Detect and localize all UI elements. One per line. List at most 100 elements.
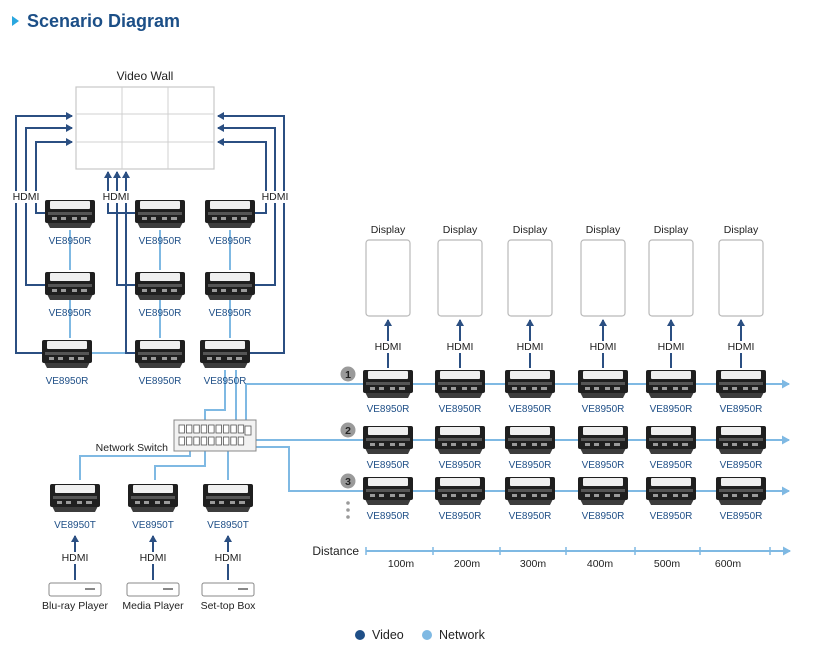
distance-tick-label: 500m [654,558,681,570]
device-port [151,217,156,220]
device-port [390,443,395,446]
device-port [512,443,517,446]
hdmi-label: HDMI [658,341,685,353]
receiver-device [363,370,413,398]
network-link [79,451,191,480]
receiver-label: VE8950R [720,460,763,471]
source-label: Media Player [122,600,184,612]
device-port [451,494,456,497]
device-port [162,289,167,292]
video-link [217,112,285,354]
device-port [471,494,477,497]
device-port-strip [53,496,97,499]
receiver-device [45,200,95,228]
device-port-strip [719,382,763,385]
receiver-device [578,477,628,505]
device-port [162,357,167,360]
switch-port [208,424,215,434]
device-port [521,494,526,497]
device-port [212,217,217,220]
device-port [532,443,537,446]
device-port [72,289,77,292]
device-port-strip [438,382,482,385]
receiver-label: VE8950R [582,460,625,471]
device-port-strip [508,382,552,385]
device-port [471,443,477,446]
device-top-panel [210,201,250,209]
transmitter-label: VE8950T [132,520,174,531]
device-port [221,217,226,220]
device-port [49,357,54,360]
device-base [507,448,553,454]
device-port-strip [48,212,92,215]
switch-port [200,424,208,434]
receiver-label: VE8950R [439,511,482,522]
device-port-strip [581,382,625,385]
hdmi-label: HDMI [517,341,544,353]
device-port [142,217,147,220]
switch-port [230,424,237,434]
distance-tick-label: 100m [388,558,415,570]
receiver-label: VE8950R [139,376,182,387]
device-port [752,387,758,390]
video-link [113,171,138,286]
source-device [48,582,102,597]
receiver-label: VE8950R [509,460,552,471]
source-body [48,582,102,597]
ellipsis-dot [346,508,350,512]
legend-label: Video [372,628,404,642]
device-port [58,357,63,360]
device-base [52,506,98,512]
device-port [52,217,57,220]
distance-tick-label: 200m [454,558,481,570]
device-base [718,392,764,398]
device-port [230,501,235,504]
device-port [239,501,245,504]
source-detail [163,588,173,590]
device-port [541,443,547,446]
device-port [399,494,405,497]
receiver-device [205,272,255,300]
display-label: Display [586,224,621,236]
device-port [212,289,217,292]
device-base [365,499,411,505]
device-top-panel [368,427,408,435]
legend-swatch [422,630,432,640]
receiver-device [505,477,555,505]
device-top-panel [368,478,408,486]
video-wall-label: Video Wall [117,69,174,83]
device-port-strip [131,496,175,499]
device-base [718,499,764,505]
device-port [653,494,658,497]
receiver-label: VE8950R [209,308,252,319]
receiver-device [578,370,628,398]
device-base [580,448,626,454]
hdmi-label: HDMI [590,341,617,353]
device-port-strip [438,438,482,441]
device-port [379,387,384,390]
device-port [379,494,384,497]
device-port [135,501,140,504]
device-port [521,387,526,390]
device-top-panel [583,371,623,379]
device-base [648,392,694,398]
receiver-device [205,200,255,228]
device-port [370,494,375,497]
device-port [77,501,82,504]
receiver-label: VE8950R [367,404,410,415]
device-port [451,443,456,446]
device-top-panel [140,273,180,281]
device-port [236,357,242,360]
device-port [723,387,728,390]
device-port [390,387,395,390]
receiver-label: VE8950R [650,404,693,415]
device-base [137,294,183,300]
switch-port [185,424,193,434]
device-port [52,289,57,292]
device-port [605,443,610,446]
receiver-device [135,200,185,228]
video-link [217,138,267,214]
receiver-label: VE8950R [46,376,89,387]
display-label: Display [513,224,548,236]
device-port [227,357,232,360]
